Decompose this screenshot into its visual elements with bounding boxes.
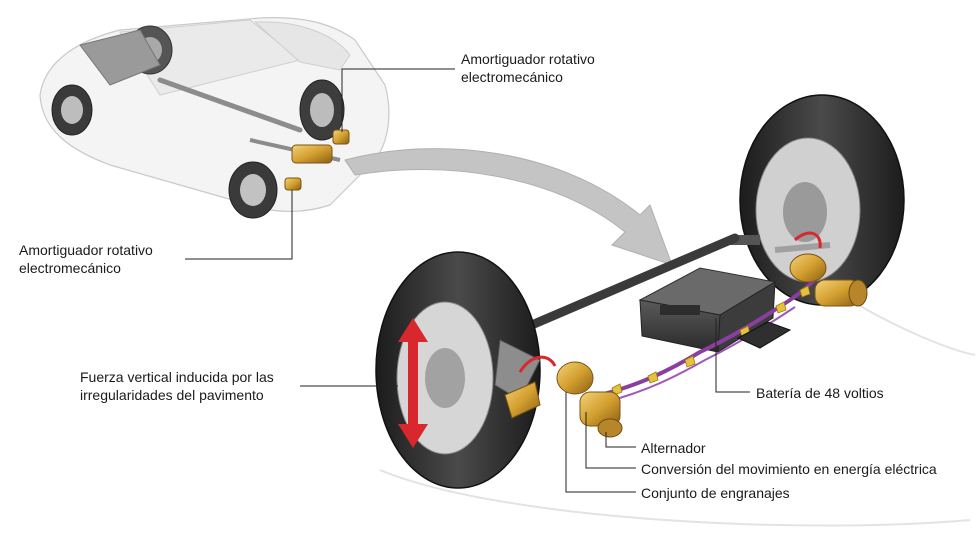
label-left-damper-line1: Amortiguador rotativo bbox=[19, 242, 153, 258]
label-conversion: Conversión del movimiento en energía elé… bbox=[641, 461, 937, 477]
label-alternator: Alternador bbox=[641, 440, 706, 456]
right-wheel bbox=[730, 94, 905, 306]
label-vertical-force: Fuerza vertical inducida por las irregul… bbox=[80, 368, 274, 404]
label-gears: Conjunto de engranajes bbox=[641, 485, 790, 501]
label-battery: Batería de 48 voltios bbox=[756, 385, 884, 401]
label-top-damper-line2: electromecánico bbox=[461, 69, 563, 85]
label-vertical-force-line1: Fuerza vertical inducida por las bbox=[80, 369, 274, 385]
flow-arrow bbox=[344, 148, 673, 266]
label-left-damper-line2: electromecánico bbox=[19, 260, 121, 276]
leader-lines bbox=[185, 68, 750, 493]
force-arrow bbox=[398, 318, 428, 448]
label-vertical-force-line2: irregularidades del pavimento bbox=[80, 387, 264, 403]
label-top-damper: Amortiguador rotativo electromecánico bbox=[461, 50, 595, 86]
left-wheel bbox=[375, 251, 541, 489]
label-top-damper-line1: Amortiguador rotativo bbox=[461, 51, 595, 67]
left-rotary-damper bbox=[504, 355, 623, 438]
label-left-damper: Amortiguador rotativo electromecánico bbox=[19, 241, 153, 277]
right-rotary-damper bbox=[789, 231, 868, 307]
car-illustration bbox=[39, 17, 390, 219]
